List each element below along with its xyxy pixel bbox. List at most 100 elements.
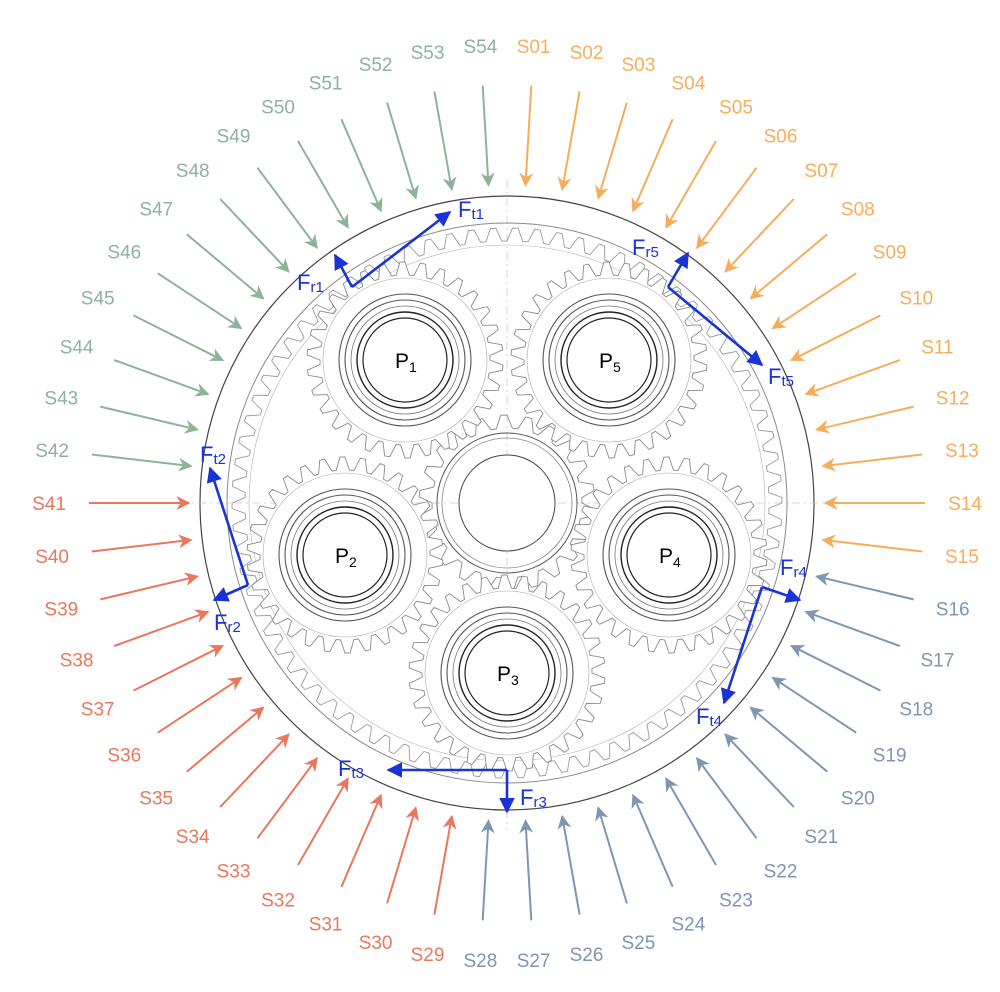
- ft-label-2: Ft2: [200, 442, 226, 468]
- sensor-label-s30: S30: [359, 933, 393, 954]
- sun-gear: [418, 414, 596, 592]
- sensor-label-s01: S01: [517, 37, 551, 58]
- fr-label-3: Fr3: [520, 785, 547, 811]
- tangential-force-arrow-2: [206, 466, 250, 586]
- sensor-arrow-s53: [433, 91, 457, 192]
- tangential-force-arrow-1: [351, 210, 452, 289]
- sensor-arrow-s45: [133, 314, 225, 362]
- sensor-label-s27: S27: [517, 951, 551, 972]
- sensor-arrow-s40: [91, 534, 193, 553]
- tangential-force-arrow-5: [667, 285, 764, 367]
- sensor-arrow-s47: [186, 233, 265, 300]
- sensor-label-s37: S37: [81, 700, 115, 721]
- sensor-label-s03: S03: [621, 55, 655, 76]
- sensor-label-s40: S40: [35, 547, 69, 568]
- sensor-label-s44: S44: [60, 337, 94, 358]
- sensor-arrow-s33: [256, 756, 318, 839]
- sensor-label-s05: S05: [719, 97, 753, 118]
- sensor-label-s29: S29: [411, 945, 445, 966]
- sensor-label-s21: S21: [804, 827, 838, 848]
- sensor-label-s31: S31: [309, 915, 343, 936]
- sensor-label-s41: S41: [32, 494, 66, 515]
- ft-label-1: Ft1: [458, 197, 484, 223]
- sensor-arrow-s19: [771, 676, 857, 734]
- sensor-label-s09: S09: [873, 242, 907, 263]
- sensor-label-s45: S45: [81, 288, 115, 309]
- sensor-label-s19: S19: [873, 746, 907, 767]
- fr-label-5: Fr5: [632, 235, 659, 261]
- ft-label-3: Ft3: [338, 756, 364, 782]
- sensor-label-s13: S13: [945, 441, 979, 462]
- sensor-label-s24: S24: [671, 915, 705, 936]
- sensor-label-s26: S26: [570, 945, 604, 966]
- planet-gear-2: P2: [246, 456, 444, 654]
- sensor-arrow-s02: [557, 91, 581, 192]
- fr-label-4: Fr4: [780, 555, 807, 581]
- sensor-arrow-s50: [297, 140, 349, 229]
- tangential-force-arrow-4: [720, 586, 764, 705]
- sensor-label-s32: S32: [261, 891, 295, 912]
- planet-gear-3: P3: [408, 574, 606, 772]
- sensor-arrow-s26: [557, 814, 581, 915]
- sensor-label-s38: S38: [60, 651, 94, 672]
- sensor-arrow-s46: [157, 272, 243, 330]
- sensor-arrow-s32: [297, 777, 349, 866]
- sensor-label-s51: S51: [309, 74, 343, 95]
- radial-force-arrow-4: [761, 585, 802, 603]
- sensor-arrow-s20: [749, 706, 828, 773]
- sensor-arrow-s38: [113, 609, 210, 647]
- sensor-label-s15: S15: [945, 547, 979, 568]
- sensor-arrow-s34: [219, 733, 290, 808]
- sensor-arrow-s28: [480, 819, 495, 921]
- planet-gear-4: P4: [570, 456, 768, 654]
- sensor-arrow-s06: [696, 167, 758, 250]
- sensor-arrow-s08: [749, 233, 828, 300]
- sensor-label-s18: S18: [899, 700, 933, 721]
- sensor-arrow-s13: [821, 453, 923, 472]
- sensor-label-s39: S39: [44, 600, 78, 621]
- sensor-label-s17: S17: [920, 651, 954, 672]
- sensor-arrow-s07: [724, 198, 795, 273]
- sensor-arrow-s27: [519, 819, 534, 921]
- sensor-label-s02: S02: [570, 43, 604, 64]
- sensor-label-s35: S35: [139, 788, 173, 809]
- sensor-label-s16: S16: [936, 600, 970, 621]
- sensor-label-s33: S33: [217, 861, 251, 882]
- sensor-arrow-s25: [595, 806, 628, 904]
- sensor-label-s08: S08: [841, 200, 875, 221]
- sensor-arrow-s30: [386, 806, 419, 904]
- sensor-arrow-s17: [804, 609, 901, 647]
- sensor-arrow-s04: [631, 118, 674, 213]
- sensor-arrow-s39: [100, 572, 199, 601]
- sensor-arrow-s16: [815, 572, 914, 601]
- sensor-label-s54: S54: [463, 37, 497, 58]
- sensor-label-s48: S48: [176, 161, 210, 182]
- sensor-label-s14: S14: [948, 494, 982, 515]
- radial-force-arrow-2: [212, 583, 249, 602]
- sensor-label-s43: S43: [44, 388, 78, 409]
- sensor-label-s46: S46: [107, 242, 141, 263]
- ft-label-4: Ft4: [696, 704, 722, 730]
- sensor-arrow-s10: [789, 314, 881, 362]
- sensor-arrow-s35: [186, 706, 265, 773]
- sensor-arrow-s48: [219, 198, 290, 273]
- sensor-label-s50: S50: [261, 97, 295, 118]
- sensor-label-s04: S04: [671, 74, 705, 95]
- sensor-label-s11: S11: [921, 337, 953, 358]
- sensor-arrow-s37: [133, 644, 225, 692]
- sensor-label-s47: S47: [139, 200, 173, 221]
- sensor-arrow-s49: [256, 167, 318, 250]
- sensor-label-s25: S25: [621, 933, 655, 954]
- sensor-arrow-s21: [724, 733, 795, 808]
- sensor-arrow-s01: [519, 85, 534, 187]
- sensor-arrow-s18: [789, 644, 881, 692]
- sensor-arrow-s44: [113, 359, 210, 397]
- sensor-arrow-s09: [771, 272, 857, 330]
- planet-gear-1: P1: [306, 261, 504, 459]
- sensor-label-s22: S22: [764, 861, 798, 882]
- sensor-label-s53: S53: [411, 43, 445, 64]
